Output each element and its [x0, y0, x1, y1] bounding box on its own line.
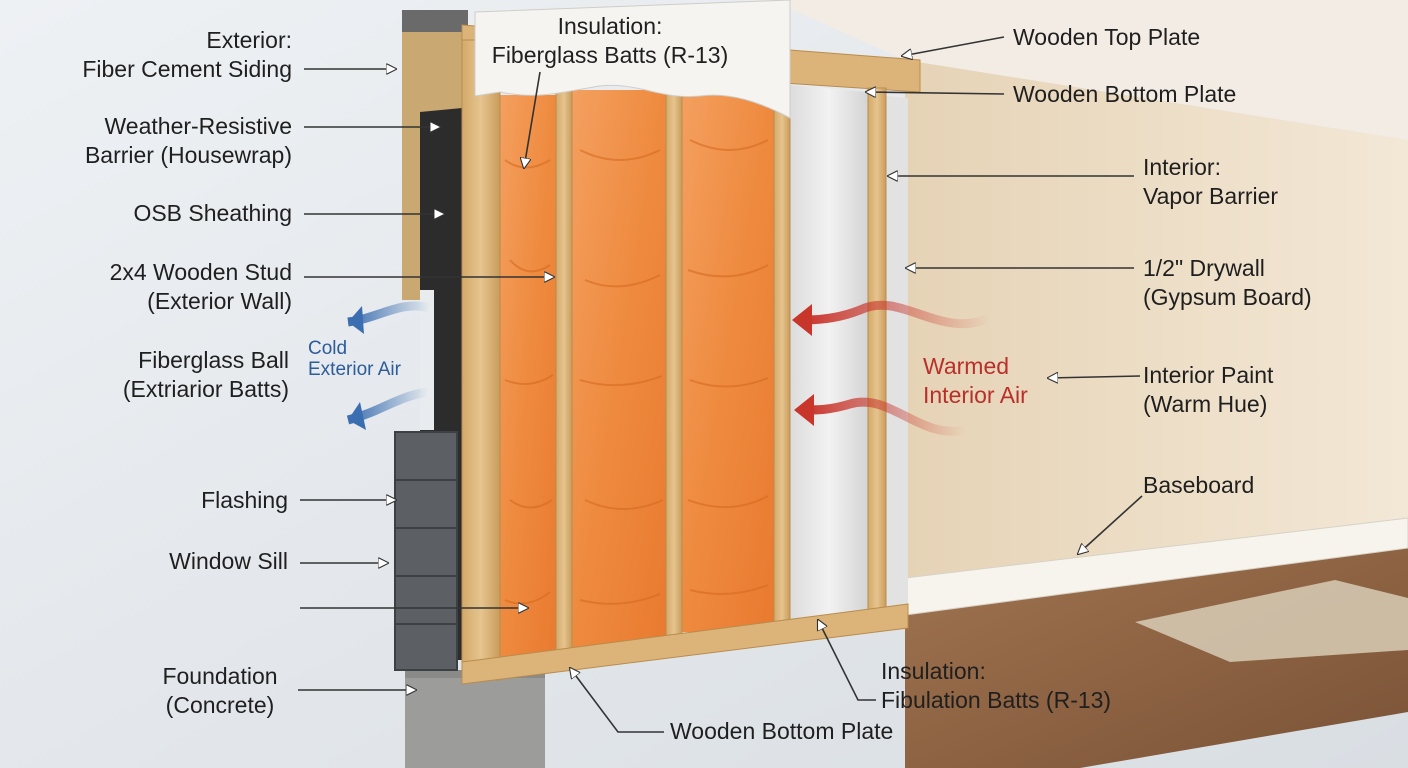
stud-5 [867, 87, 887, 614]
label-bottom-plate-lower: Wooden Bottom Plate [670, 718, 894, 744]
label-exterior-siding: Exterior: Fiber Cement Siding [82, 27, 292, 82]
siding-panels [394, 431, 458, 671]
stud-2 [555, 79, 573, 671]
label-flashing: Flashing [201, 487, 288, 513]
label-insulation-bottom: Insulation: Fibulation Batts (R-13) [881, 658, 1112, 713]
label-cold-exterior-air: Cold Exterior Air [308, 338, 401, 380]
stud-4 [773, 69, 791, 626]
insulation-cavity-1 [500, 95, 556, 668]
label-insulation-top: Insulation: Fiberglass Batts (R-13) [491, 13, 729, 68]
bottom-plate [461, 603, 909, 685]
stud-1 [461, 39, 501, 681]
label-drywall: 1/2" Drywall (Gypsum Board) [1143, 255, 1312, 310]
label-top-plate: Wooden Top Plate [1013, 24, 1201, 50]
insulation-cavity-3 [682, 85, 774, 632]
label-osb-sheathing: OSB Sheathing [133, 200, 292, 226]
cold-air-arrows [346, 301, 432, 430]
label-window-sill: Window Sill [169, 548, 288, 574]
rug [1135, 580, 1408, 662]
stud-3 [665, 74, 683, 656]
label-bottom-plate-upper: Wooden Bottom Plate [1013, 81, 1237, 107]
vapor-barrier [790, 85, 868, 620]
insulation-cavity-2 [572, 90, 666, 655]
label-vapor-barrier: Interior: Vapor Barrier [1143, 154, 1279, 209]
label-baseboard: Baseboard [1143, 472, 1255, 498]
label-foundation: Foundation (Concrete) [162, 663, 278, 718]
label-housewrap: Weather-Resistive Barrier (Housewrap) [84, 113, 292, 168]
foundation-concrete [405, 670, 545, 768]
warm-air-arrows [792, 300, 992, 436]
label-fiberglass-ball: Fiberglass Ball (Extriarior Batts) [122, 347, 289, 402]
label-interior-paint: Interior Paint (Warm Hue) [1143, 362, 1274, 417]
drywall [886, 96, 908, 610]
draped-sheet [474, 0, 791, 119]
interior-wall [905, 60, 1408, 590]
label-warmed-interior-air: Warmed Interior Air [923, 353, 1028, 408]
leader-arrows [298, 36, 1143, 733]
label-wooden-stud: 2x4 Wooden Stud (Exterior Wall) [109, 259, 292, 314]
